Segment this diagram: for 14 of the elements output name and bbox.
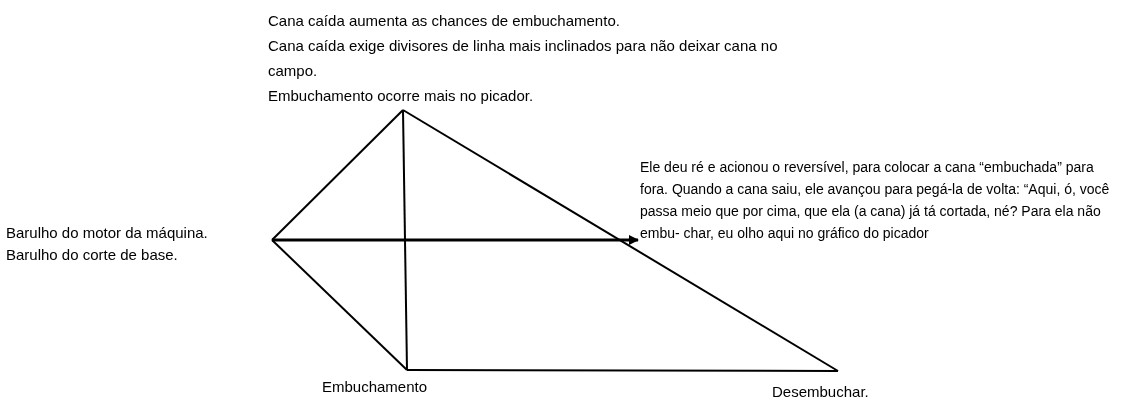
text-label: Barulho do motor da máquina.: [6, 223, 208, 243]
line: [271, 109, 404, 241]
line: [402, 109, 839, 372]
line: [402, 109, 408, 371]
text-label: Embuchamento ocorre mais no picador.: [268, 86, 534, 106]
text-label: Ele deu ré e acionou o reversível, para colocar a cana “embuchada” para fora. Quando a cana saiu, ele avançou para pegá-la de volta: “Aqui, ó, você passa meio que por cima, que ela (a cana) já tá cortada, né? Para ela não embu- char, eu olho aqui no gráfico do picador: [640, 158, 1111, 243]
line: [406, 369, 839, 372]
arrow: [272, 235, 639, 245]
text-label: Barulho do corte de base.: [6, 245, 178, 265]
text-label: Embuchamento: [322, 377, 428, 397]
text-label: Desembuchar.: [772, 382, 869, 402]
text-label: Cana caída aumenta as chances de embuchamento.: [268, 11, 620, 31]
line: [271, 239, 408, 371]
text-label: Cana caída exige divisores de linha mais inclinados para não deixar cana no campo.: [268, 36, 779, 81]
